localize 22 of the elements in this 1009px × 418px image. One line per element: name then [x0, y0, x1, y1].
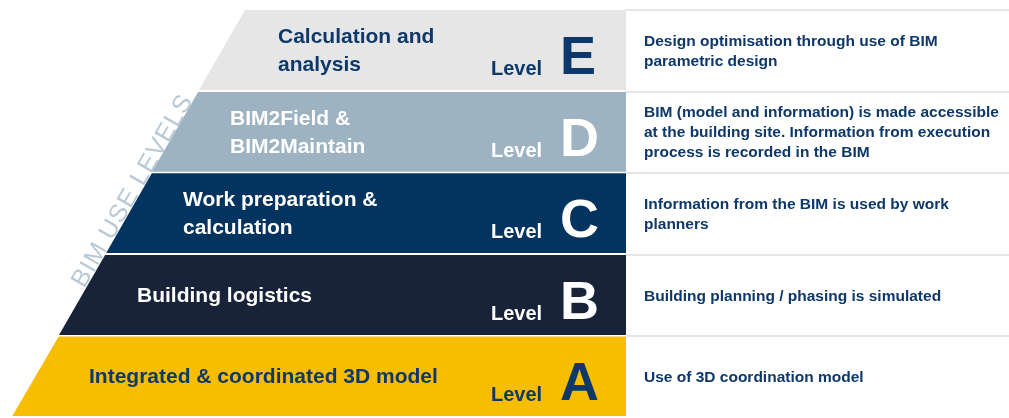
- level-title: BIM2Field & BIM2Maintain: [230, 104, 367, 159]
- level-title: Work preparation & calculation: [183, 186, 379, 241]
- description-text: BIM (model and information) is made accessible at the building site. Information from execution process is recorded in the BIM: [644, 102, 1000, 163]
- level-letter: A: [560, 354, 599, 409]
- description-text: Design optimisation through use of BIM parametric design: [644, 30, 939, 71]
- description-text: Information from the BIM is used by work planners: [644, 194, 950, 234]
- level-letter: B: [560, 272, 599, 327]
- description-text: Use of 3D coordination model: [644, 367, 864, 388]
- level-word: Level: [491, 219, 543, 244]
- level-letter: C: [560, 191, 599, 246]
- level-word: Level: [491, 300, 543, 325]
- level-word: Level: [491, 56, 543, 81]
- level-letter: D: [560, 109, 599, 164]
- level-title: Building logistics: [137, 281, 313, 308]
- level-title: Calculation and analysis: [278, 23, 436, 78]
- level-title: Integrated & coordinated 3D model: [89, 363, 439, 390]
- description-text: Building planning / phasing is simulated: [644, 285, 942, 306]
- level-band: [199, 10, 626, 91]
- level-letter: E: [560, 28, 597, 83]
- level-word: Level: [491, 137, 543, 162]
- level-band: [12, 336, 626, 417]
- level-word: Level: [491, 382, 543, 407]
